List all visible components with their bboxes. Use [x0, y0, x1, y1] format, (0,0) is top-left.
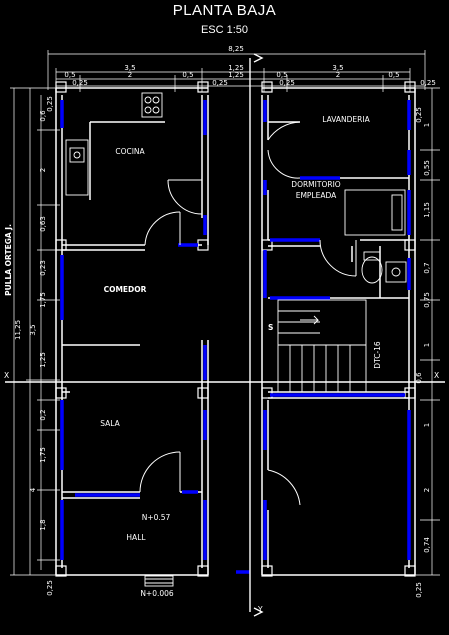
dim-r-025b: 0,25 — [415, 582, 423, 598]
dim-left-35: 3,5 — [29, 324, 37, 335]
stair-note: DTC-16 — [373, 341, 382, 369]
columns — [55, 81, 416, 577]
room-label-sala: SALA — [100, 419, 120, 428]
dim-l-025b: 0,25 — [46, 580, 54, 596]
level-entrance: N+0.006 — [140, 589, 174, 598]
section-lines — [5, 53, 445, 617]
dim-seg-j: 0,25 — [420, 79, 436, 87]
dim-seg-i: 0,25 — [279, 79, 295, 87]
dim-r-1: 1 — [423, 123, 431, 127]
dim-l-125: 1,25 — [39, 352, 47, 368]
dim-r-06: 0,6 — [415, 372, 423, 384]
dim-seg-f: 0,5 — [388, 71, 399, 79]
dim-l-175b: 1,75 — [39, 447, 47, 463]
room-label-dormitorio: DORMITORIO — [291, 180, 340, 189]
room-label-cocina: COCINA — [115, 147, 145, 156]
room-label-comedor: COMEDOR — [104, 285, 147, 294]
dim-r-07: 0,7 — [423, 262, 431, 273]
plan-scale: ESC 1:50 — [200, 24, 249, 36]
dim-middle: 1,25 — [228, 64, 244, 72]
dim-r-055: 0,55 — [423, 160, 431, 176]
dim-l-02: 0,2 — [39, 409, 47, 420]
dim-l-025: 0,25 — [46, 96, 54, 112]
dim-r-1b: 1 — [423, 343, 431, 347]
dim-l-023: 0,23 — [39, 260, 47, 276]
dim-l-063: 0,63 — [39, 216, 47, 232]
dim-l-06: 0,6 — [39, 110, 47, 122]
dim-left-block: 3,5 — [124, 64, 135, 72]
windows — [60, 100, 411, 574]
dim-seg-d: 0,5 — [276, 71, 287, 79]
dim-seg-b: 2 — [128, 71, 132, 79]
street-name: PULLA ORTEGA J. — [4, 224, 13, 296]
dim-middle-inner: 1,25 — [228, 71, 244, 79]
level-hall: N+0.57 — [142, 513, 171, 522]
dim-total-depth: 11,25 — [14, 320, 22, 340]
dim-seg-h: 0,25 — [212, 79, 228, 87]
plan-title: PLANTA BAJA — [172, 2, 277, 19]
dim-r-075: 0,75 — [423, 292, 431, 308]
room-label-lavanderia: LAVANDERIA — [322, 115, 370, 124]
dim-r-2: 2 — [423, 488, 431, 492]
dim-r-025: 0,25 — [415, 107, 423, 123]
dim-seg-c: 0,5 — [182, 71, 193, 79]
section-mark-y-bottom: Y — [257, 605, 263, 614]
walls — [55, 87, 416, 576]
left-dimension-lines — [10, 87, 60, 576]
section-mark-x-left: X — [4, 371, 9, 380]
dim-left-4: 4 — [29, 487, 37, 492]
dim-seg-g: 0,25 — [72, 79, 88, 87]
dim-seg-a: 0,5 — [64, 71, 75, 79]
dim-total-width: 8,25 — [228, 45, 244, 53]
dim-r-074: 0,74 — [423, 537, 431, 553]
room-label-empleada: EMPLEADA — [296, 191, 337, 200]
dim-l-18: 1,8 — [39, 519, 47, 530]
stair-mark: S — [268, 323, 273, 332]
doors — [139, 121, 357, 506]
dim-l-2: 2 — [39, 168, 47, 172]
section-mark-x-right: X — [434, 371, 439, 380]
dim-seg-e: 2 — [336, 71, 340, 79]
dim-r-115: 1,15 — [423, 202, 431, 218]
fixtures — [65, 92, 407, 587]
stairs — [277, 299, 367, 393]
dim-r-1c: 1 — [423, 423, 431, 427]
dim-l-175a: 1,75 — [39, 292, 47, 308]
dim-right-block: 3,5 — [332, 64, 343, 72]
room-label-hall: HALL — [126, 533, 146, 542]
